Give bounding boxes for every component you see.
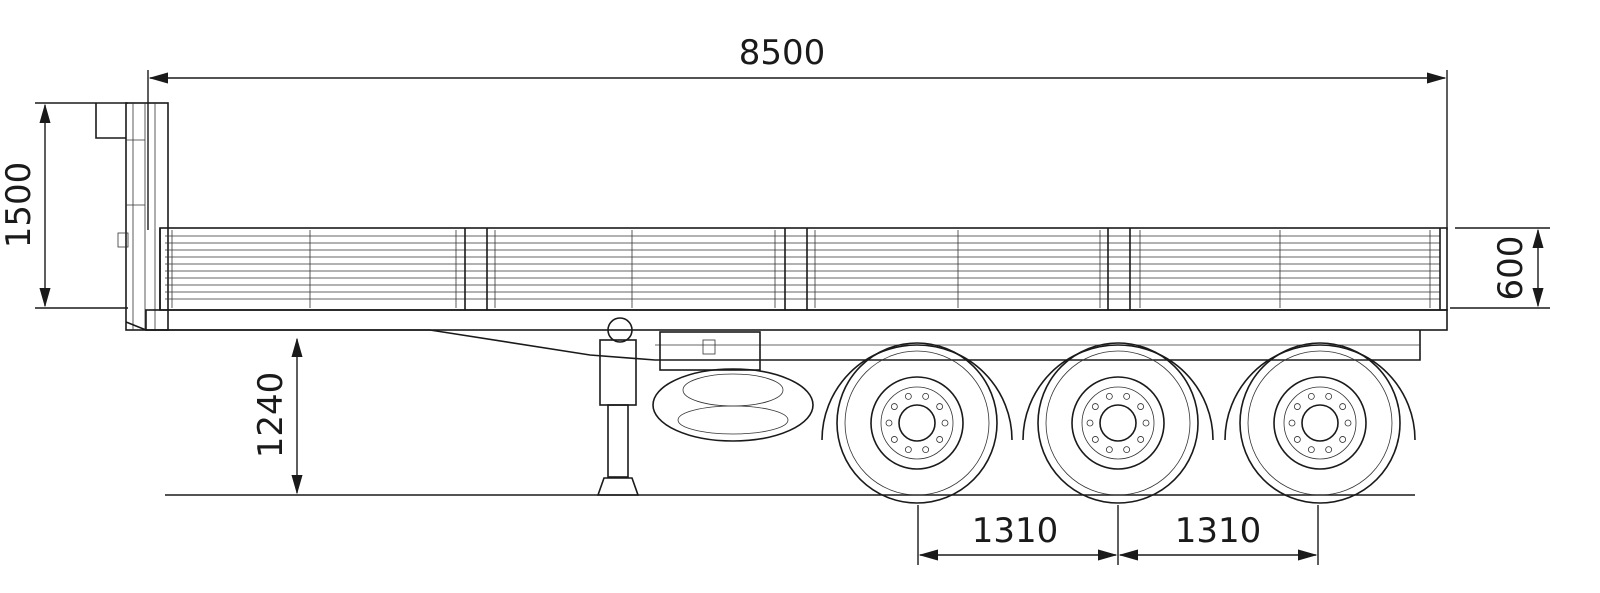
wheel-2	[1022, 342, 1214, 504]
wheels	[821, 342, 1416, 504]
dimension-overall-length: 8500	[147, 33, 1448, 230]
dimension-coupling-height: 1240	[251, 337, 303, 495]
spare-wheel	[652, 331, 814, 442]
dimension-front-wall-height: 1500	[0, 102, 128, 309]
dimension-label: 1310	[972, 511, 1059, 551]
landing-leg	[596, 317, 640, 496]
dimension-label: 8500	[739, 33, 826, 73]
wheel-3	[1224, 342, 1416, 504]
front-wall	[95, 102, 169, 331]
dimension-label: 1500	[0, 162, 39, 249]
chassis-frame	[125, 309, 1448, 361]
dimension-label: 1240	[251, 372, 291, 459]
side-boards	[159, 227, 1448, 311]
dimension-label: 1310	[1175, 511, 1262, 551]
dimension-label: 600	[1491, 236, 1531, 301]
dimension-side-board-height: 600	[1450, 227, 1550, 309]
dimension-axle-spacing: 1310 1310	[917, 505, 1319, 565]
wheel-1	[821, 342, 1013, 504]
